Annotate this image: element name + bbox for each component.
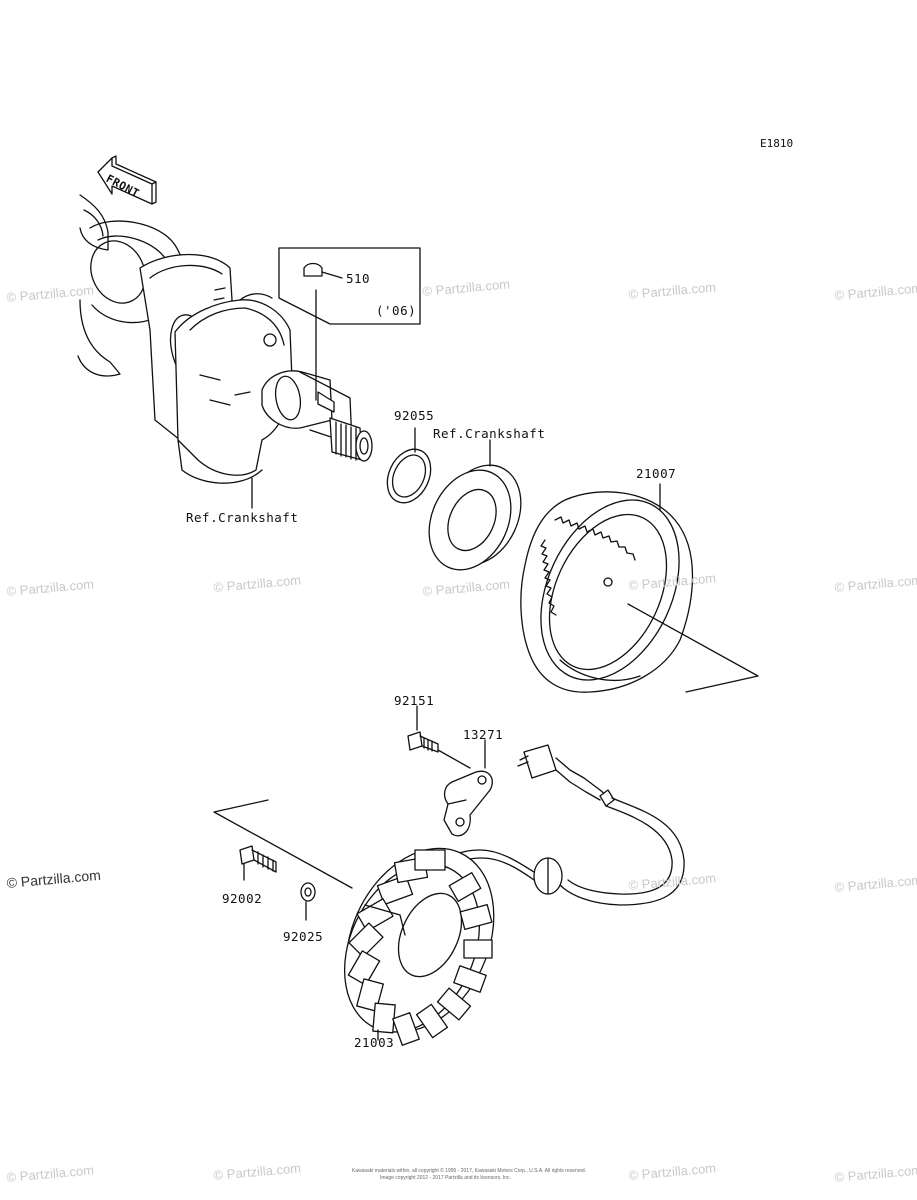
diagram-code: E1810 bbox=[760, 137, 794, 150]
copyright-footer-line2: Image copyright 2012 - 2017 Partzilla an… bbox=[380, 1175, 511, 1181]
crankshaft-drawing bbox=[78, 195, 372, 508]
part-label-92055: 92055 bbox=[394, 408, 435, 423]
part-label-ref-crankshaft-left: Ref.Crankshaft bbox=[186, 510, 299, 525]
front-arrow-icon bbox=[98, 156, 156, 204]
copyright-footer-line1: Kawasaki materials within, all copyright… bbox=[352, 1168, 587, 1174]
woodruff-key-inset bbox=[279, 248, 420, 400]
part-label-13271: 13271 bbox=[463, 727, 504, 742]
part-label-92002: 92002 bbox=[222, 891, 263, 906]
part-label-21003: 21003 bbox=[354, 1035, 395, 1050]
key-year-label: ('06) bbox=[376, 303, 417, 318]
part-label-ref-crankshaft-right: Ref.Crankshaft bbox=[433, 426, 546, 441]
assembly-leader-lines bbox=[214, 604, 758, 888]
washer-92025 bbox=[301, 883, 315, 920]
wire-harness bbox=[452, 745, 684, 905]
part-label-510: 510 bbox=[346, 271, 371, 286]
part-label-92025: 92025 bbox=[283, 929, 324, 944]
plate-13271 bbox=[444, 740, 492, 836]
part-label-92151: 92151 bbox=[394, 693, 435, 708]
circlip-92055 bbox=[379, 428, 439, 510]
bolt-92002 bbox=[240, 846, 276, 880]
stator-21003 bbox=[318, 824, 522, 1055]
collar-ref-crankshaft bbox=[414, 440, 537, 583]
rotor-21007 bbox=[514, 478, 707, 703]
part-label-21007: 21007 bbox=[636, 466, 677, 481]
bolt-92151 bbox=[408, 706, 470, 768]
